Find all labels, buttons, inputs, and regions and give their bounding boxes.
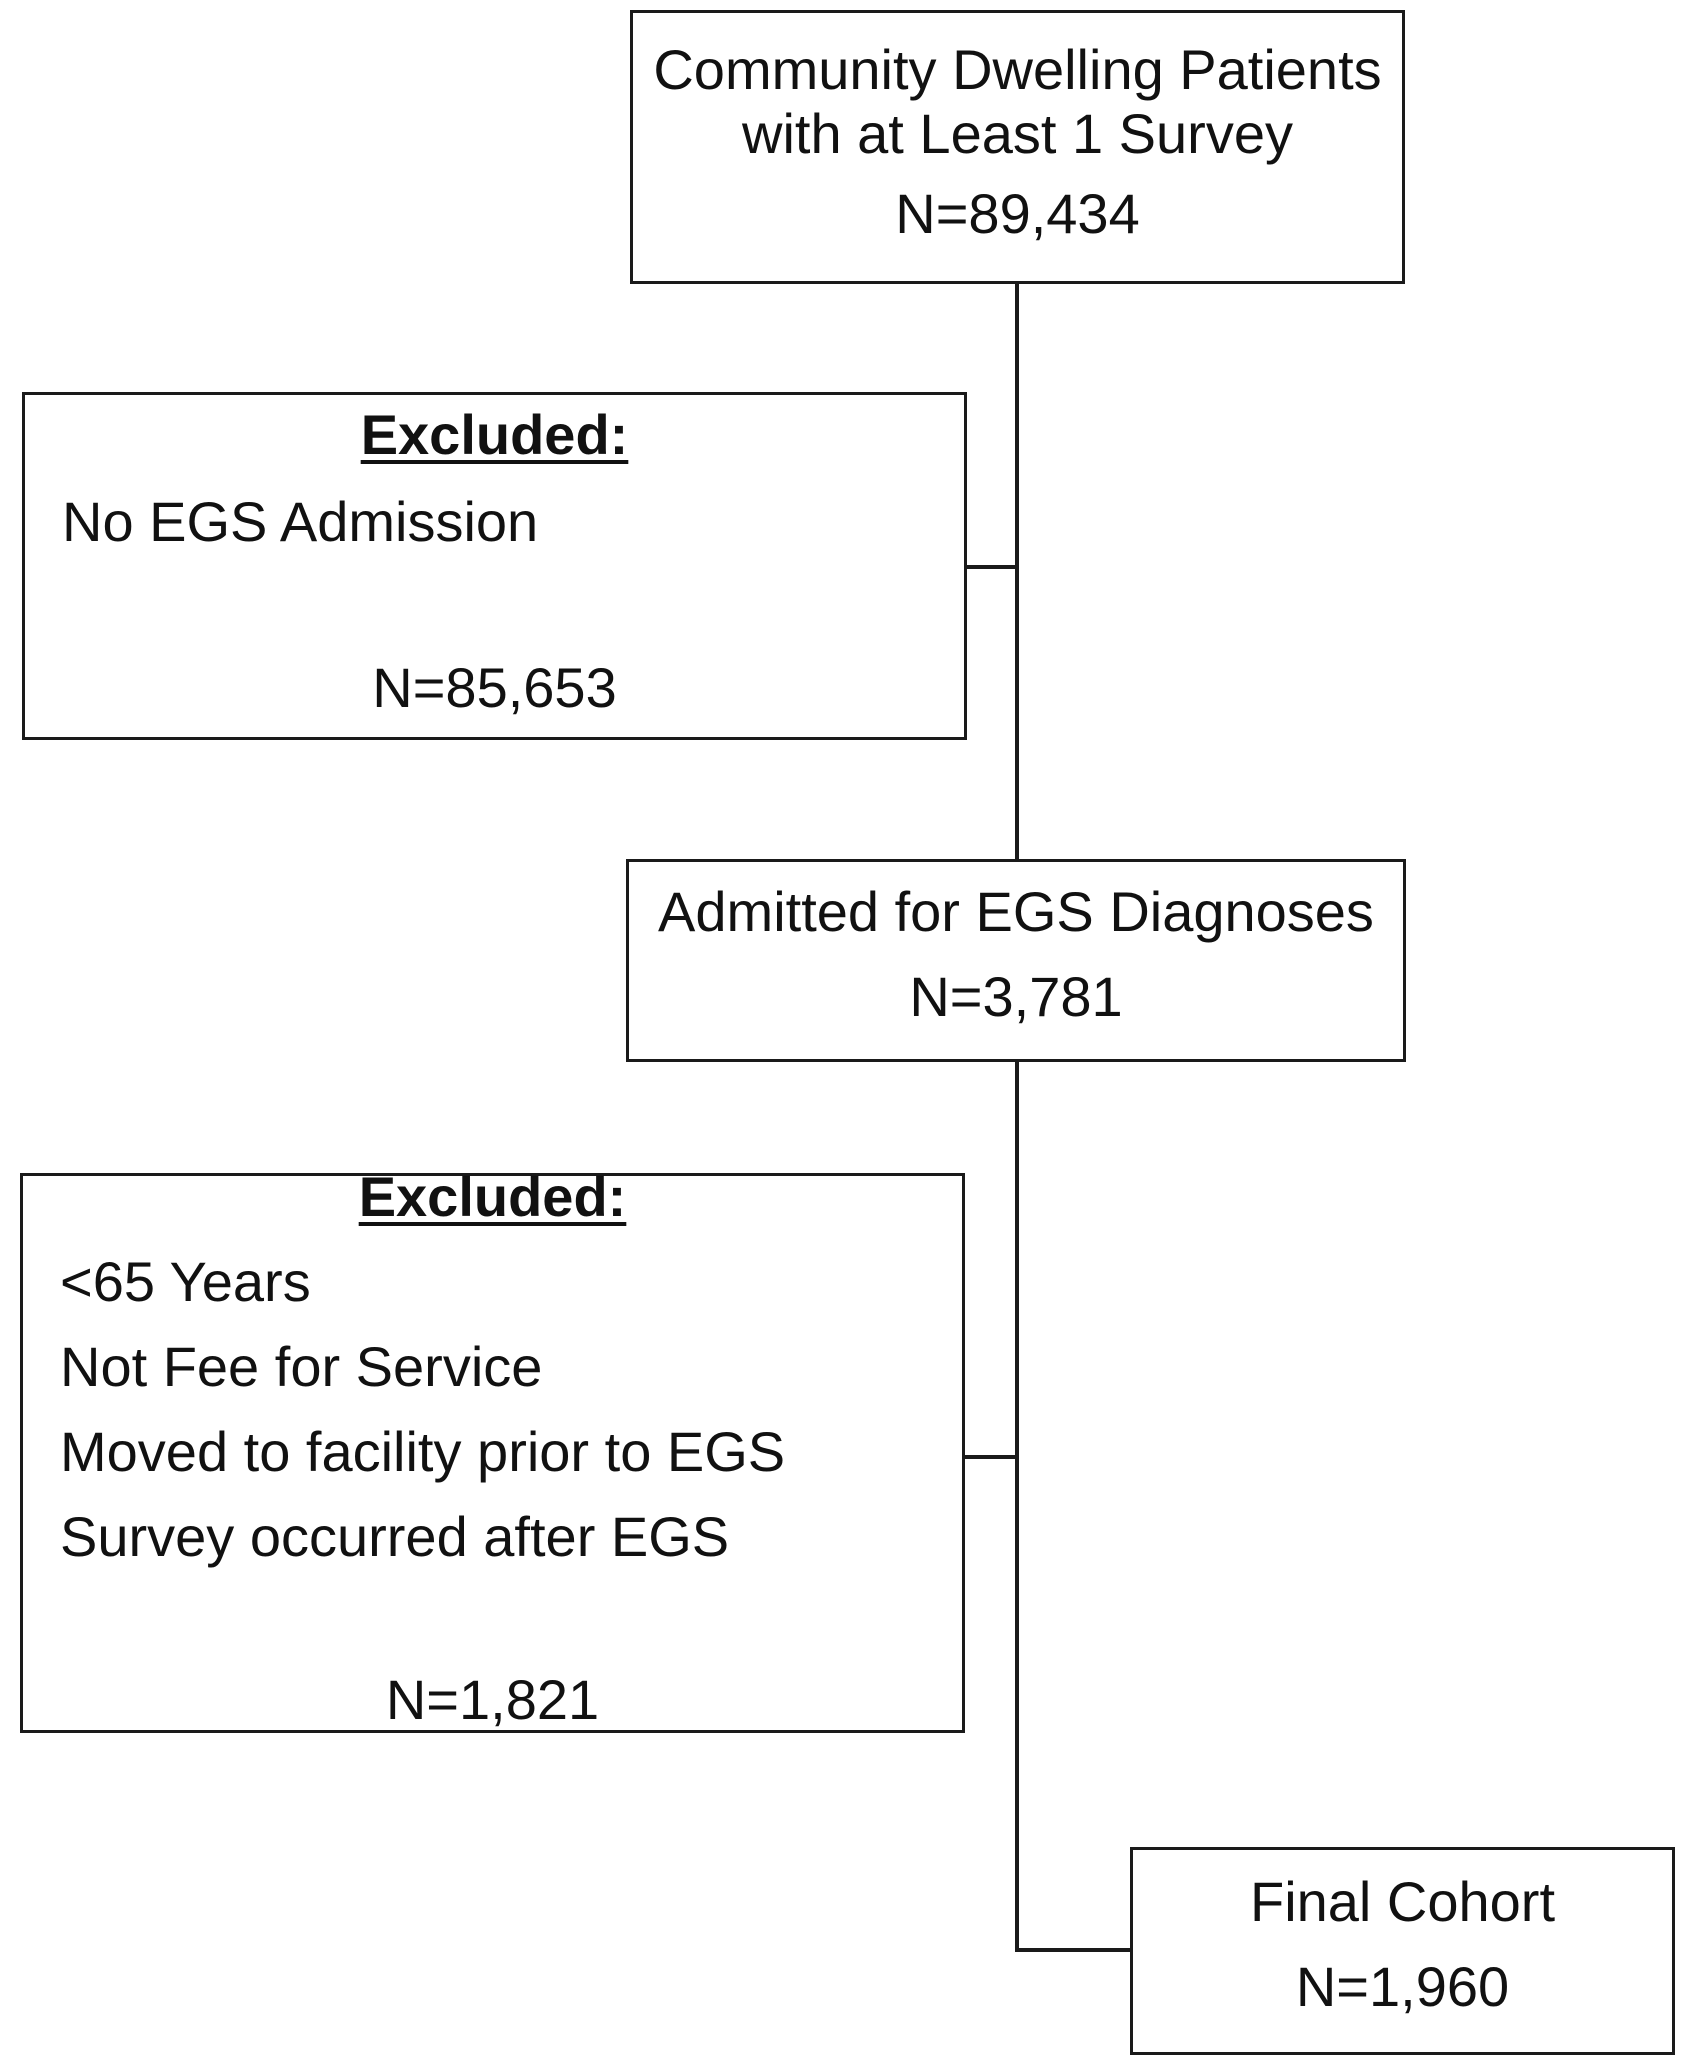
admitted-box <box>626 859 1406 1062</box>
connector-to-exclusion1 <box>965 565 1019 569</box>
exclusion2-box <box>20 1173 965 1733</box>
final-cohort-count: N=1,960 <box>1295 1955 1510 2018</box>
exclusion2-item-fee: Not Fee for Service <box>60 1335 543 1398</box>
connector-to-exclusion2 <box>963 1455 1019 1459</box>
exclusion2-item-survey: Survey occurred after EGS <box>60 1505 730 1568</box>
connector-main-vertical <box>1015 283 1019 1952</box>
final-cohort-box <box>1130 1847 1675 2055</box>
exclusion2-heading: Excluded: <box>358 1165 627 1228</box>
exclusion1-box <box>22 392 967 740</box>
exclusion2-item-facility: Moved to facility prior to EGS <box>60 1420 786 1483</box>
exclusion2-item-age: <65 Years <box>60 1250 311 1313</box>
admitted-count: N=3,781 <box>909 965 1123 1028</box>
start-box <box>630 10 1405 284</box>
exclusion1-item: No EGS Admission <box>62 490 539 553</box>
exclusion1-heading: Excluded: <box>360 403 629 466</box>
admitted-label: Admitted for EGS Diagnoses <box>658 880 1374 943</box>
start-title-line1: Community Dwelling Patients <box>653 38 1382 101</box>
start-title-line2: with at Least 1 Survey <box>742 102 1293 165</box>
final-cohort-label: Final Cohort <box>1249 1870 1556 1933</box>
exclusion1-count: N=85,653 <box>372 656 617 719</box>
connector-to-final <box>1015 1948 1132 1952</box>
exclusion2-count: N=1,821 <box>385 1668 600 1731</box>
start-count: N=89,434 <box>895 182 1140 245</box>
